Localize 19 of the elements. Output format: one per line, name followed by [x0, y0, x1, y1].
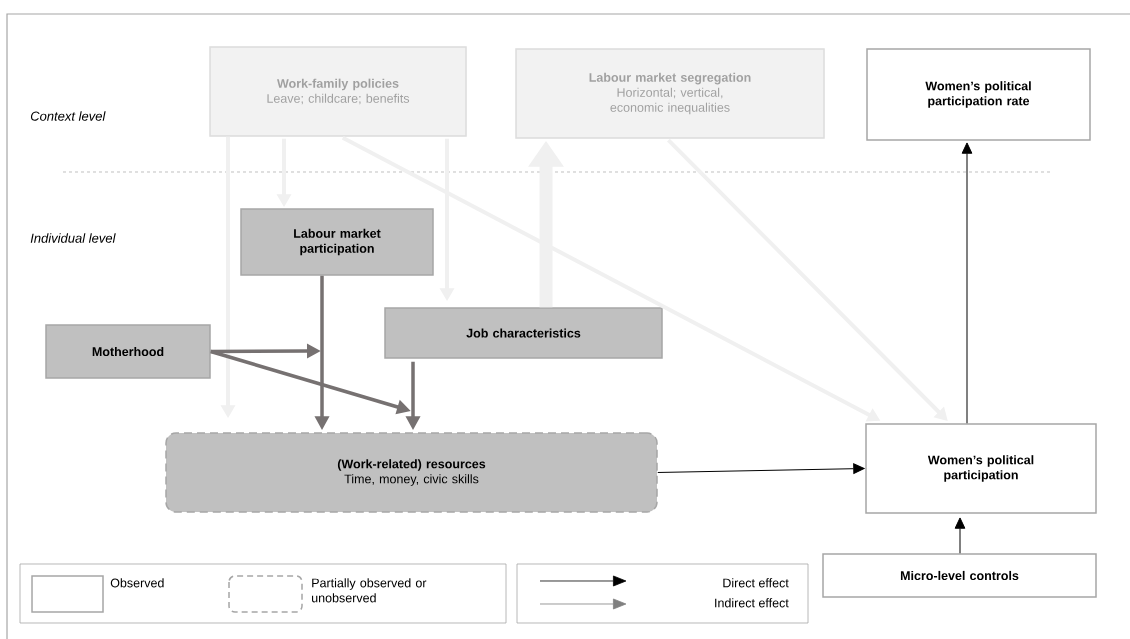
- arrow: [954, 517, 966, 554]
- legend-label: Partially observed or unobserved: [312, 578, 427, 603]
- level-label: Individual level: [30, 233, 116, 243]
- legend-label: Indirect effect: [715, 598, 789, 608]
- resources-box: (Work-related) resources Time, money, civic skills: [165, 432, 658, 513]
- factor-box: Job characteristics: [384, 307, 663, 359]
- arrow: [667, 138, 948, 421]
- arrow: [961, 142, 973, 424]
- factor-box: Labour market participation: [240, 208, 434, 276]
- outcome-box: Women’s political participation: [865, 423, 1097, 514]
- outcome-box: Micro-level controls: [822, 553, 1097, 598]
- level-label: Context level: [30, 111, 106, 121]
- context-box: Work-family policies Leave; childcare; benefits: [209, 46, 467, 137]
- legend-label: Direct effect: [723, 578, 789, 588]
- factor-box: Motherhood: [45, 324, 211, 379]
- legend-label: Observed: [110, 578, 164, 588]
- outcome-box: Women’s political participation rate: [866, 48, 1091, 141]
- arrow: [657, 463, 865, 475]
- context-box: Labour market segregation Horizontal; vertical, economic inequalities: [515, 48, 825, 139]
